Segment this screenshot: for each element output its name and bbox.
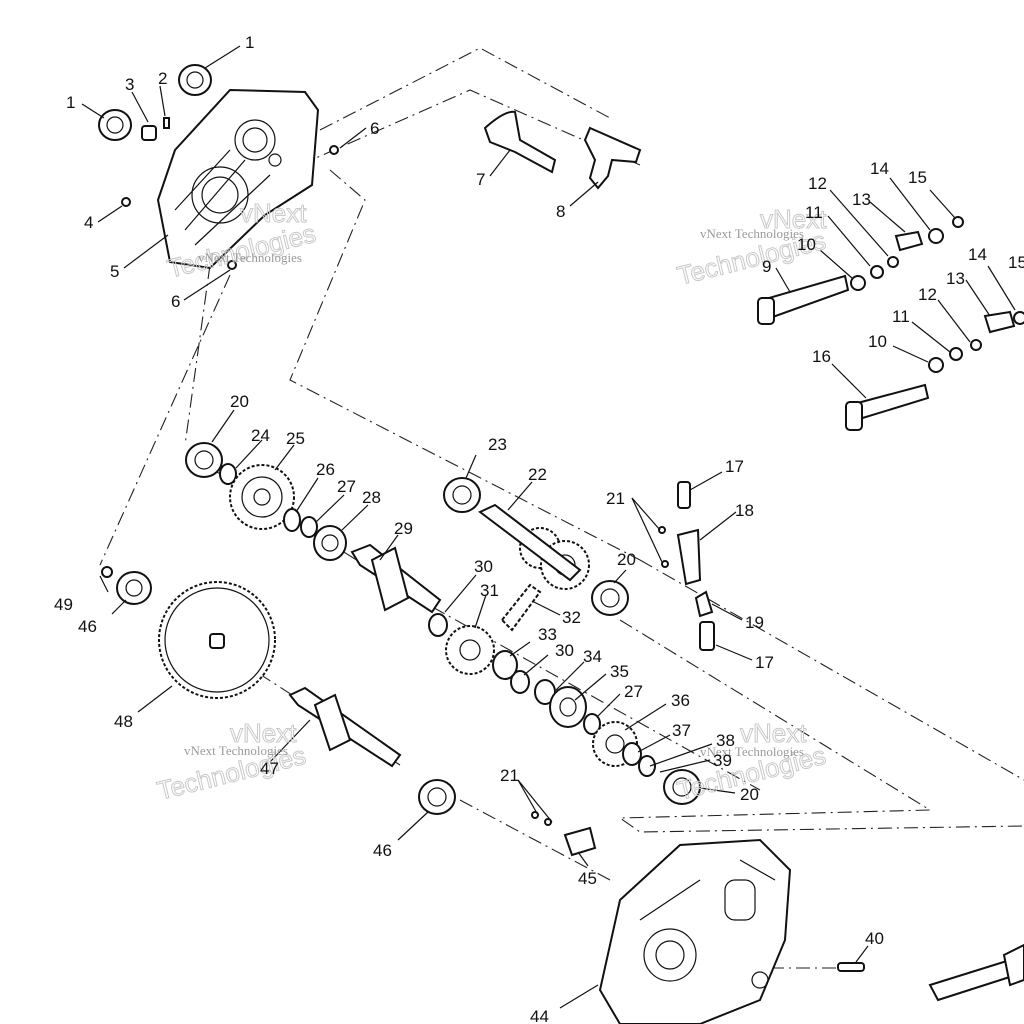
callout-21: 21 [500, 766, 519, 785]
callout-6: 6 [370, 119, 379, 138]
callout-46: 46 [373, 841, 392, 860]
callout-30: 30 [555, 641, 574, 660]
callout-10: 10 [868, 332, 887, 351]
large-gear [158, 581, 276, 699]
callout-13: 13 [852, 190, 871, 209]
pin [837, 962, 865, 972]
callout-9: 9 [762, 257, 771, 276]
callout-40: 40 [865, 929, 884, 948]
callout-38: 38 [716, 731, 735, 750]
callout-11: 11 [805, 203, 823, 222]
callout-20: 20 [617, 550, 636, 569]
callout-12: 12 [918, 285, 937, 304]
leader-lines [81, 45, 1016, 1009]
watermark-line1: vNext [740, 718, 807, 748]
shift-linkage [531, 481, 715, 857]
output-shaft [288, 686, 402, 768]
callout-27: 27 [337, 477, 356, 496]
callout-11: 11 [892, 307, 910, 326]
bearing [116, 442, 701, 815]
callout-34: 34 [583, 647, 602, 666]
callout-6: 6 [171, 292, 180, 311]
callout-17: 17 [755, 653, 774, 672]
callout-3: 3 [125, 75, 134, 94]
callout-18: 18 [735, 501, 754, 520]
watermark-caption: vNext Technologies [700, 226, 804, 241]
callout-44: 44 [530, 1007, 549, 1024]
watermark-line1: vNext [230, 718, 297, 748]
callout-14: 14 [968, 245, 987, 264]
callout-25: 25 [286, 429, 305, 448]
callout-48: 48 [114, 712, 133, 731]
callout-22: 22 [528, 465, 547, 484]
callout-26: 26 [316, 460, 335, 479]
callout-21: 21 [606, 489, 625, 508]
callout-29: 29 [394, 519, 413, 538]
callout-2: 2 [158, 69, 167, 88]
callout-19: 19 [745, 613, 764, 632]
watermark-caption: vNext Technologies [198, 250, 302, 265]
callout-5: 5 [110, 262, 119, 281]
callout-16: 16 [812, 347, 831, 366]
callout-20: 20 [230, 392, 249, 411]
watermark-caption: vNext Technologies [184, 743, 288, 758]
callout-37: 37 [672, 721, 691, 740]
callout-45: 45 [578, 869, 597, 888]
callout-28: 28 [362, 488, 381, 507]
callout-23: 23 [488, 435, 507, 454]
callout-46: 46 [78, 617, 97, 636]
callout-7: 7 [476, 170, 485, 189]
callout-17: 17 [725, 457, 744, 476]
callout-31: 31 [480, 581, 499, 600]
callout-33: 33 [538, 625, 557, 644]
oil-seal [98, 64, 212, 141]
callout-27: 27 [624, 682, 643, 701]
drive-chain [500, 583, 542, 632]
callout-36: 36 [671, 691, 690, 710]
reverse-shaft [928, 943, 1024, 1002]
shift-shaft [757, 216, 1024, 431]
watermark-line1: vNext [240, 198, 307, 228]
callout-24: 24 [251, 426, 270, 445]
collar [283, 508, 642, 766]
callout-12: 12 [808, 174, 827, 193]
callout-1: 1 [66, 93, 75, 112]
washer [101, 463, 656, 777]
case-half-right [598, 838, 792, 1024]
callout-35: 35 [610, 662, 629, 681]
callout-15: 15 [908, 168, 927, 187]
watermark-caption: vNext Technologies [700, 744, 804, 759]
callout-4: 4 [84, 213, 93, 232]
callout-15: 15 [1008, 253, 1024, 272]
callout-10: 10 [797, 235, 816, 254]
callout-13: 13 [946, 269, 965, 288]
dowel-pin [141, 117, 170, 141]
callout-49: 49 [54, 595, 73, 614]
callout-20: 20 [740, 785, 759, 804]
countershaft [350, 503, 582, 614]
callout-30: 30 [474, 557, 493, 576]
callout-32: 32 [562, 608, 581, 627]
callout-8: 8 [556, 202, 565, 221]
case-half-left [156, 88, 320, 270]
bolt [121, 145, 339, 270]
callout-47: 47 [260, 759, 279, 778]
callout-14: 14 [870, 159, 889, 178]
callout-1: 1 [245, 33, 254, 52]
shift-fork [483, 110, 642, 190]
callout-39: 39 [713, 751, 732, 770]
watermark-line1: vNext [760, 204, 827, 234]
callout-labels: 1 1 2 3 4 5 6 6 7 8 9 10 10 11 11 12 12 … [54, 33, 1024, 1024]
